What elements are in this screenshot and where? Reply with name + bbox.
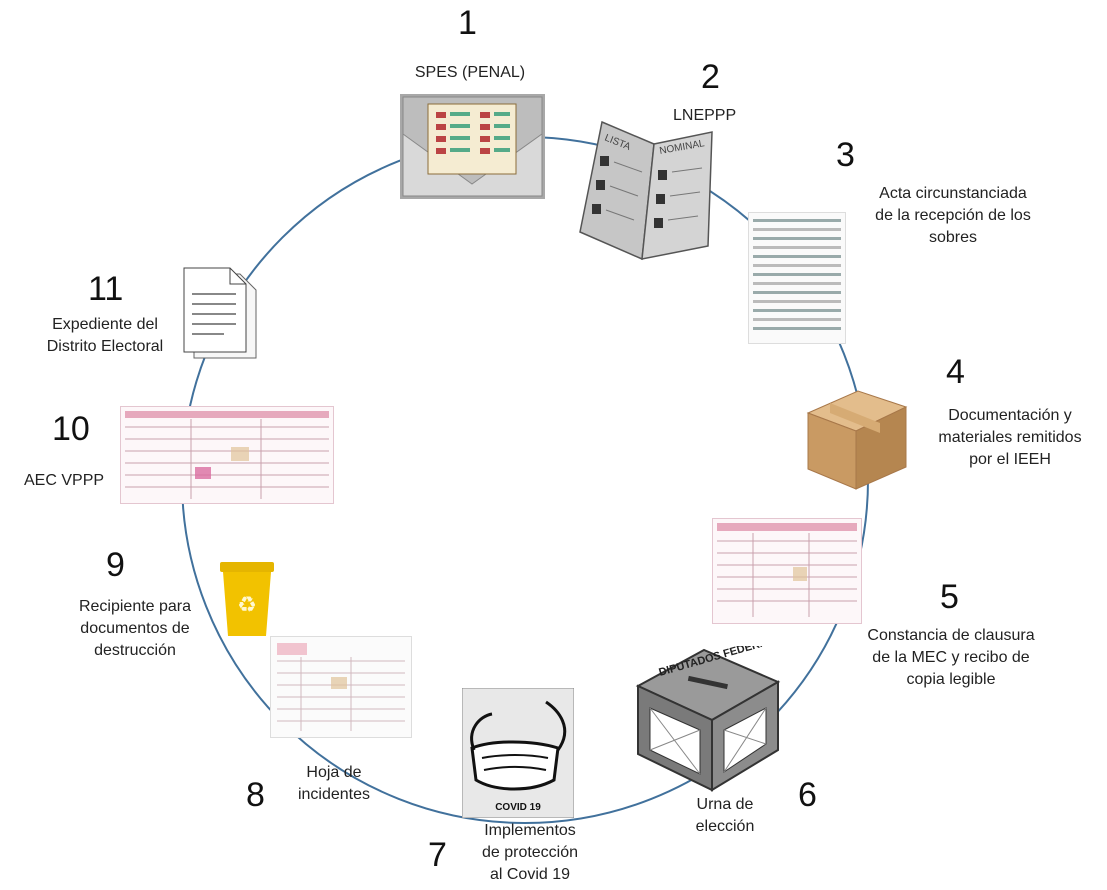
step-11-number: 11	[88, 270, 124, 308]
svg-text:♻: ♻	[237, 593, 257, 618]
step-5-number: 5	[940, 578, 959, 616]
step-2-label: LNEPPP	[673, 105, 736, 127]
step-10-label: AEC VPPP	[24, 470, 104, 492]
step-2-label-line: LNEPPP	[673, 107, 737, 124]
step-4-number: 4	[946, 353, 965, 391]
step-3-label: Acta circunstanciada de la recepción de …	[848, 183, 1058, 249]
step-8-label: Hoja de incidentes	[284, 762, 384, 806]
step-6-label-line: Urna de	[696, 796, 754, 813]
incident-sheet-icon	[270, 636, 412, 738]
step-6-number: 6	[798, 776, 817, 814]
step-5-label-line: de la MEC y recibo de	[872, 649, 1030, 666]
step-5-label-line: copia legible	[906, 671, 996, 688]
document-stack-icon	[180, 266, 264, 362]
step-3-label-line: Acta circunstanciada	[879, 185, 1027, 202]
open-voter-list-book-icon: LISTA NOMINAL	[572, 114, 722, 266]
step-6-label-line: elección	[695, 818, 755, 835]
step-7-label-line: Implementos	[484, 822, 576, 839]
step-3-number: 3	[836, 136, 855, 174]
step-4-label-line: Documentación y	[948, 407, 1072, 424]
closing-certificate-form-icon	[712, 518, 862, 624]
step-4-label-line: por el IEEH	[969, 451, 1051, 468]
step-7-number: 7	[428, 836, 447, 874]
step-1-label: SPES (PENAL)	[395, 62, 545, 84]
step-5-label-line: Constancia de clausura	[867, 627, 1035, 644]
ballot-box-icon: DIPUTADOS FEDERALES	[634, 631, 789, 792]
step-8-number: 8	[246, 776, 265, 814]
ballot-envelope-icon	[400, 94, 545, 199]
step-10-label-line: AEC VPPP	[24, 472, 105, 489]
step-3-label-line: de la recepción de los	[875, 207, 1031, 224]
step-9-label-line: documentos de	[80, 620, 190, 637]
step-5-label: Constancia de clausura de la MEC y recib…	[846, 625, 1056, 691]
step-11-label-line: Expediente del	[52, 316, 158, 333]
step-7-label-line: de protección	[481, 844, 579, 861]
step-11-label-line: Distrito Electoral	[46, 338, 164, 355]
step-2-number: 2	[701, 58, 720, 96]
step-9-number: 9	[106, 546, 125, 584]
face-mask-icon: COVID 19	[461, 687, 575, 819]
step-9-label: Recipiente para documentos de destrucció…	[60, 596, 210, 662]
step-1-label-line: SPES (PENAL)	[414, 64, 526, 81]
step-9-label-line: destrucción	[94, 642, 176, 659]
step-7-label-line: al Covid 19	[489, 866, 571, 883]
mask-caption-text: COVID 19	[495, 802, 541, 813]
tally-form-icon	[120, 406, 334, 504]
step-9-label-line: Recipiente para	[78, 598, 192, 615]
step-3-label-line: sobres	[928, 229, 978, 246]
step-4-label-line: materiales remitidos	[938, 429, 1082, 446]
step-8-label-line: incidentes	[297, 786, 371, 803]
step-6-label: Urna de elección	[680, 794, 770, 838]
recycling-bin-icon: ♻	[218, 560, 276, 638]
step-8-label-line: Hoja de	[306, 764, 362, 781]
step-7-label: Implementos de protección al Covid 19	[460, 820, 600, 886]
step-10-number: 10	[52, 410, 90, 448]
receipt-form-icon	[748, 212, 846, 344]
step-1-number: 1	[458, 4, 477, 42]
step-4-label: Documentación y materiales remitidos por…	[920, 405, 1100, 471]
cardboard-box-icon	[800, 385, 912, 493]
step-11-label: Expediente del Distrito Electoral	[20, 314, 190, 358]
